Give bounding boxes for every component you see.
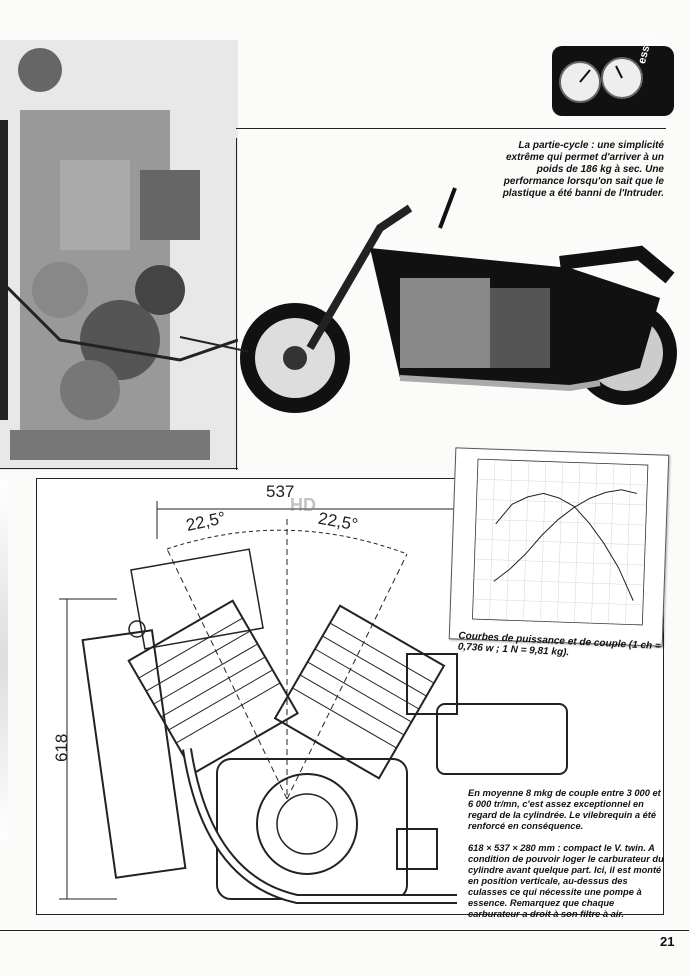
chart-gridline [476,498,647,506]
chart-gridline [473,578,644,586]
power-torque-chart [448,447,670,647]
dimensions-paragraph: 618 × 537 × 280 mm : compact le V. twin.… [468,843,664,919]
chart-gridline [475,518,646,526]
watermark: HD [290,495,316,515]
motorcycle-photo [240,168,688,428]
chart-gridline [477,478,648,486]
frame-bottom-line [0,468,238,469]
torque-paragraph: En moyenne 8 mkg de couple entre 3 000 e… [468,788,661,831]
essai-logo [550,44,676,118]
page-number: 21 [660,934,675,949]
chart-series-line-1 [495,492,634,601]
chart-series-line-0 [493,489,638,582]
page-edge-strip [0,480,8,840]
dimension-width-label: 537 [266,482,295,501]
bike-photo-caption: La partie-cycle : une simplicité extrême… [502,140,664,199]
engine-cutaway-photo [0,40,238,470]
frame-divider [236,138,237,470]
footer-rule [0,930,689,931]
dimension-height-label: 618 [52,733,71,762]
chart-gridline [473,598,644,606]
chart-plot [472,458,649,626]
chart-gridline [475,538,646,546]
photo-frame-line [236,128,666,469]
